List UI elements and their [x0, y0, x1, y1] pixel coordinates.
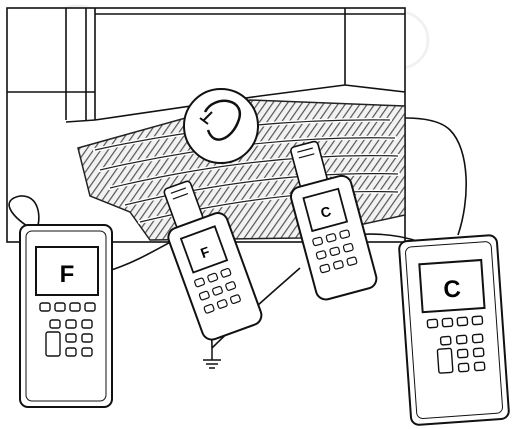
meter-large-right-unit: C — [443, 276, 462, 304]
cable-loop-symbol — [184, 89, 258, 163]
meter-large-left: F — [20, 225, 112, 407]
meter-large-left-unit: F — [60, 261, 75, 288]
meter-large-right: C — [399, 235, 510, 425]
ground-icon — [203, 348, 221, 368]
